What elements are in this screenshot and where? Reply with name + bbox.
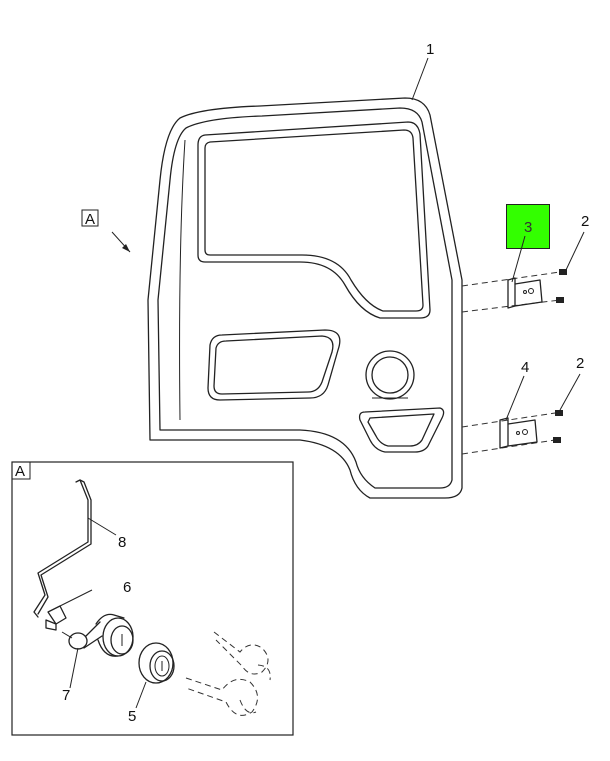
callout-1[interactable]: 1: [426, 41, 434, 58]
hinge-upper-highlight[interactable]: [506, 204, 550, 249]
keys: [185, 631, 271, 716]
callout-7[interactable]: 7: [62, 687, 70, 704]
lock-cylinder-cap[interactable]: [138, 642, 175, 684]
rod[interactable]: [33, 479, 92, 618]
door-panel[interactable]: [147, 97, 463, 499]
callout-8[interactable]: 8: [118, 534, 126, 551]
callout-2-upper[interactable]: 2: [581, 213, 589, 230]
callout-2-lower[interactable]: 2: [576, 355, 584, 372]
hinge-lower[interactable]: [461, 412, 556, 455]
hinge-upper[interactable]: [461, 271, 561, 313]
callout-5[interactable]: 5: [128, 708, 136, 725]
callout-3[interactable]: 3: [524, 219, 532, 236]
view-marker-label: A: [85, 211, 95, 228]
bolt-upper[interactable]: [556, 269, 567, 303]
callout-4[interactable]: 4: [521, 359, 529, 376]
bolt-lower[interactable]: [553, 410, 563, 443]
clip[interactable]: [45, 605, 67, 631]
view-marker-box: [81, 209, 99, 227]
callout-6[interactable]: 6: [123, 579, 131, 596]
lock-cylinder[interactable]: [95, 613, 134, 657]
inset-label: A: [15, 463, 25, 480]
detail-inset-a: A: [11, 461, 294, 736]
